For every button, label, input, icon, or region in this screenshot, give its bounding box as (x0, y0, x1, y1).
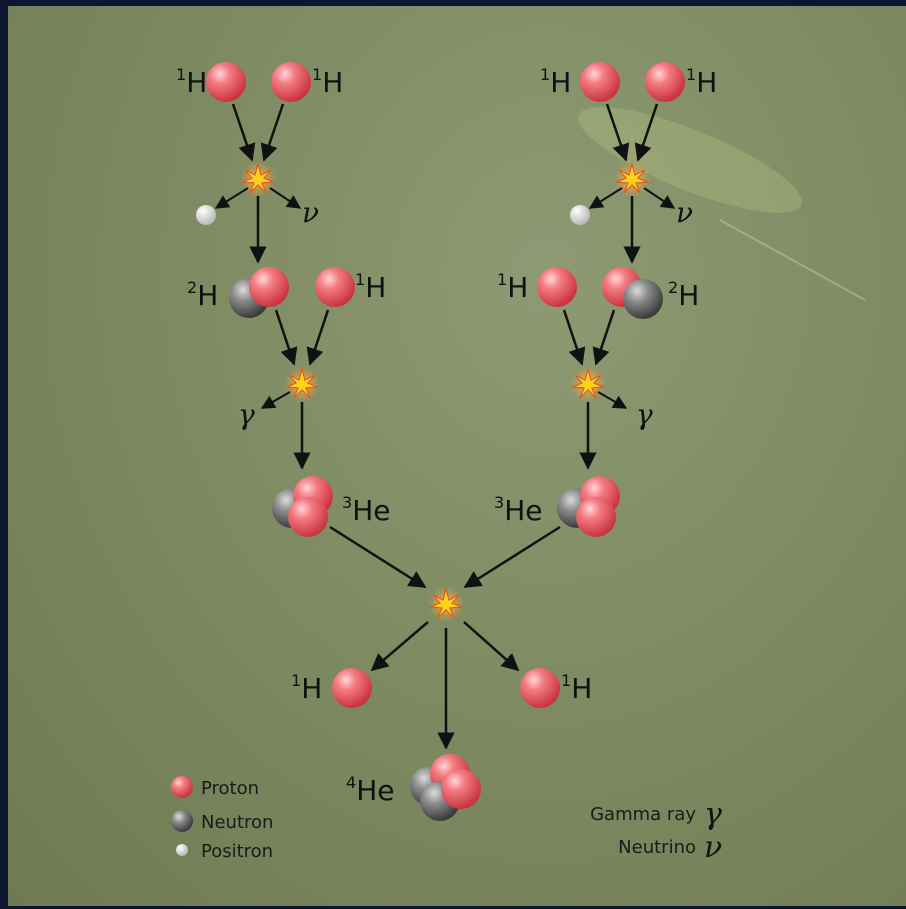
arrow-to-neutrino-left (269, 187, 302, 209)
arrow-to-gamma-right (597, 391, 628, 409)
fusion-star-icon-5 (427, 585, 465, 623)
arrow-to-neutrino-right (643, 187, 676, 209)
proton-out-left (332, 668, 372, 708)
legend-neutron-label: Neutron (201, 812, 273, 833)
label-1h-top-right-a: 1H (540, 65, 571, 99)
comet-tail (719, 219, 866, 301)
proton-top-left-2 (271, 62, 311, 102)
arrow-he3-left-to-center (329, 525, 427, 589)
label-2h-right: 2H (668, 278, 699, 312)
fusion-star-icon-4 (569, 365, 607, 403)
legend-proton-label: Proton (201, 778, 259, 799)
legend-particles: Proton Neutron Positron (171, 776, 273, 862)
label-1h-mid-left: 1H (355, 270, 386, 304)
legend-neutrino-symbol: ν (704, 830, 722, 865)
comet-glow (578, 107, 802, 213)
legend-positron-icon (176, 844, 188, 856)
he4-proton-2 (441, 769, 481, 809)
arrow-to-reaction-2-right (306, 309, 330, 366)
legend-gamma-label: Gamma ray (590, 804, 696, 825)
positron-right (570, 205, 590, 225)
gamma-label-left: γ (238, 398, 255, 431)
legend-proton-icon (171, 776, 193, 798)
arrow-to-gamma-left (260, 391, 291, 409)
neutrino-label-left: ν (302, 196, 319, 229)
arrow-to-reaction-1-left (231, 103, 256, 162)
label-1h-top-right-b: 1H (686, 65, 717, 99)
label-1h-out-left: 1H (291, 671, 322, 705)
arrow-to-reaction-4-right (592, 309, 616, 366)
proton-mid-left (315, 267, 355, 307)
legend-positron-label: Positron (201, 841, 273, 862)
fusion-star-icon-3 (613, 160, 651, 198)
label-1h-out-right: 1H (561, 671, 592, 705)
proton-top-right-2 (645, 62, 685, 102)
fusion-star-icon-1 (239, 160, 277, 198)
positron-left (196, 205, 216, 225)
legend-neutron-icon (171, 810, 193, 832)
arrow-to-positron-right (588, 187, 623, 209)
label-2h-left: 2H (187, 278, 218, 312)
arrow-to-positron-left (214, 187, 249, 209)
arrow-to-reaction-3-right (634, 103, 659, 162)
legend-radiation: Gamma ray γ Neutrino ν (590, 797, 722, 865)
proton-top-left-1 (206, 62, 246, 102)
neutrino-label-right: ν (676, 196, 693, 229)
arrow-center-to-left-proton (370, 621, 429, 672)
he3-proton-left-2 (288, 497, 328, 537)
he3-proton-right-2 (576, 497, 616, 537)
proton-out-right (520, 668, 560, 708)
label-1h-top-left-a: 1H (176, 65, 207, 99)
label-1h-mid-right: 1H (497, 270, 528, 304)
proton-mid-right (537, 267, 577, 307)
label-3he-right: 3He (494, 493, 542, 527)
label-1h-top-left-b: 1H (312, 65, 343, 99)
arrow-to-reaction-3-left (605, 103, 630, 162)
fusion-star-icon-2 (283, 365, 321, 403)
deuterium-neutron-right (623, 279, 663, 319)
gamma-label-right: γ (636, 398, 653, 431)
proton-top-right-1 (580, 62, 620, 102)
legend-neutrino-label: Neutrino (618, 837, 696, 858)
arrow-he3-right-to-center (463, 525, 561, 589)
label-4he: 4He (346, 773, 394, 807)
legend-gamma-symbol: γ (704, 797, 722, 832)
arrow-center-to-right-proton (463, 621, 520, 672)
arrow-to-reaction-1-right (260, 103, 285, 162)
label-3he-left: 3He (342, 493, 390, 527)
arrow-to-reaction-4-left (562, 309, 586, 366)
deuterium-proton-left (249, 267, 289, 307)
arrow-to-reaction-2-left (274, 309, 298, 366)
